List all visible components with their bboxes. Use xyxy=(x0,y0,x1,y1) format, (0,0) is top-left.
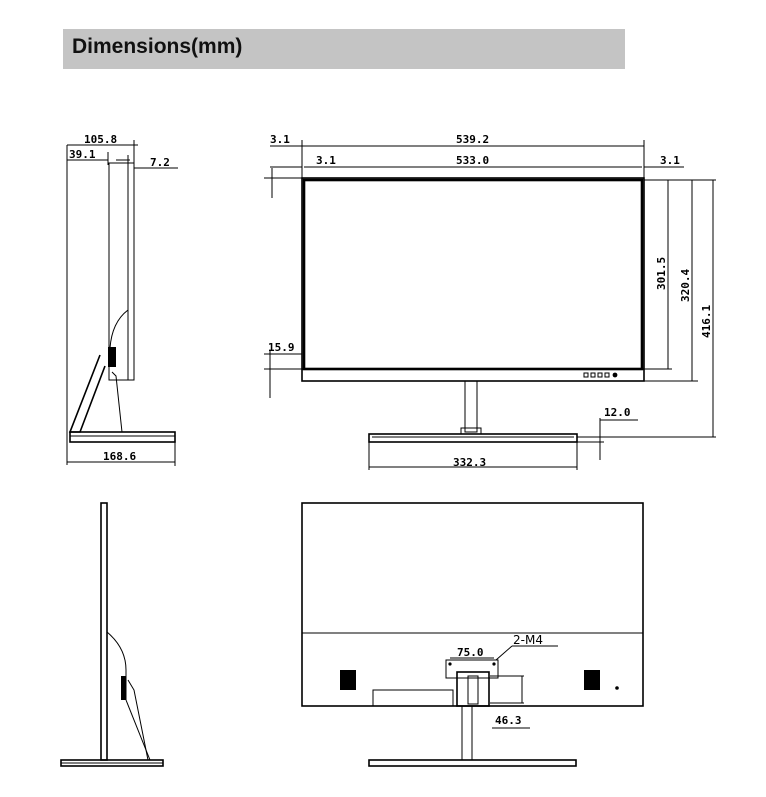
front-base-width-label: 332.3 xyxy=(453,456,486,469)
front-view-drawing xyxy=(301,177,645,443)
side-view-2-drawing xyxy=(60,502,164,767)
front-panel-height-label: 320.4 xyxy=(679,269,692,302)
front-base-thickness-label: 12.0 xyxy=(604,406,631,419)
side-depth-total-label: 105.8 xyxy=(84,133,117,146)
rear-view-dimension-lines xyxy=(450,645,558,729)
side-panel-depth-label: 39.1 xyxy=(69,148,96,161)
side-view-drawing xyxy=(68,162,176,443)
rear-vesa-spacing-label: 75.0 xyxy=(457,646,484,659)
rear-vesa-height-label: 46.3 xyxy=(495,714,522,727)
front-view-dimension-lines xyxy=(264,140,716,470)
rear-view-drawing xyxy=(301,502,644,767)
front-bezel-right-label: 3.1 xyxy=(660,154,680,167)
page-title: Dimensions(mm) xyxy=(72,35,243,58)
front-bezel-top-label: 3.1 xyxy=(270,133,290,146)
front-chin-height-label: 15.9 xyxy=(268,341,295,354)
front-screen-width-label: 533.0 xyxy=(456,154,489,167)
front-overall-height-label: 416.1 xyxy=(700,305,713,338)
front-overall-width-label: 539.2 xyxy=(456,133,489,146)
section-header: Dimensions(mm) xyxy=(63,29,625,69)
side-back-offset-label: 7.2 xyxy=(150,156,170,169)
front-screen-height-label: 301.5 xyxy=(655,257,668,290)
side-base-depth-label: 168.6 xyxy=(103,450,136,463)
rear-screw-spec-label: 2-M4 xyxy=(513,633,543,647)
front-bezel-left-label: 3.1 xyxy=(316,154,336,167)
side-view-dimension-lines xyxy=(66,140,178,466)
